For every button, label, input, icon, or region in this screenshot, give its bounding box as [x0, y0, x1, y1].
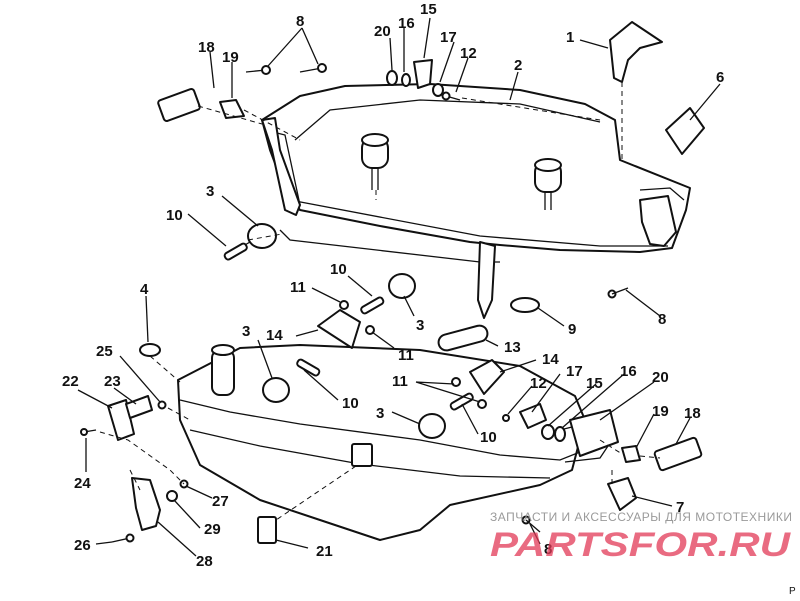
watermark: ЗАПЧАСТИ И АКСЕССУАРЫ ДЛЯ МОТОТЕХНИКИ PA… [490, 510, 792, 564]
callout-11: 11 [392, 373, 408, 390]
callout-17: 17 [566, 363, 583, 380]
callout-16: 16 [620, 363, 637, 380]
callout-18: 18 [198, 39, 215, 56]
callout-22: 22 [62, 373, 79, 390]
callout-20: 20 [652, 369, 669, 386]
callout-25: 25 [96, 343, 113, 360]
assembly-lines [99, 82, 661, 521]
small-parts [80, 21, 705, 544]
callout-17: 17 [440, 29, 457, 46]
callout-10: 10 [480, 429, 497, 446]
callout-15: 15 [420, 1, 437, 18]
callout-2: 2 [514, 57, 522, 74]
callout-23: 23 [104, 373, 121, 390]
callout-14: 14 [542, 351, 559, 368]
callout-1: 1 [566, 29, 574, 46]
callout-4: 4 [140, 281, 149, 298]
leader-lines [77, 17, 721, 557]
callout-19: 19 [652, 403, 669, 420]
callout-27: 27 [212, 493, 229, 510]
callout-20: 20 [374, 23, 391, 40]
callout-8: 8 [544, 541, 552, 558]
corner-mark: P [789, 586, 796, 597]
callout-8: 8 [658, 311, 666, 328]
callout-15: 15 [586, 375, 603, 392]
callout-13: 13 [504, 339, 521, 356]
callout-26: 26 [74, 537, 91, 554]
callout-10: 10 [330, 261, 347, 278]
callout-7: 7 [676, 499, 684, 516]
callout-29: 29 [204, 521, 221, 538]
callout-10: 10 [166, 207, 183, 224]
callout-3: 3 [206, 183, 214, 200]
callout-12: 12 [460, 45, 477, 62]
callout-10: 10 [342, 395, 359, 412]
callout-18: 18 [684, 405, 701, 422]
callout-11: 11 [398, 347, 414, 364]
callout-12: 12 [530, 375, 547, 392]
callout-3: 3 [242, 323, 250, 340]
watermark-logo: PARTSFOR.RU [490, 526, 792, 564]
watermark-caption: ЗАПЧАСТИ И АКСЕССУАРЫ ДЛЯ МОТОТЕХНИКИ [490, 510, 792, 524]
callout-24: 24 [74, 475, 91, 492]
callout-19: 19 [222, 49, 239, 66]
callout-8: 8 [296, 13, 304, 30]
callout-21: 21 [316, 543, 333, 560]
callout-16: 16 [398, 15, 415, 32]
callout-9: 9 [568, 321, 576, 338]
callout-28: 28 [196, 553, 213, 570]
callout-3: 3 [416, 317, 424, 334]
callout-6: 6 [716, 69, 724, 86]
callout-11: 11 [290, 279, 306, 296]
upper-cowling [261, 83, 691, 319]
callout-14: 14 [266, 327, 283, 344]
callout-3: 3 [376, 405, 384, 422]
callout-labels: 1 2 3 3 3 3 4 6 7 8 8 8 9 10 10 10 10 11… [62, 1, 724, 570]
